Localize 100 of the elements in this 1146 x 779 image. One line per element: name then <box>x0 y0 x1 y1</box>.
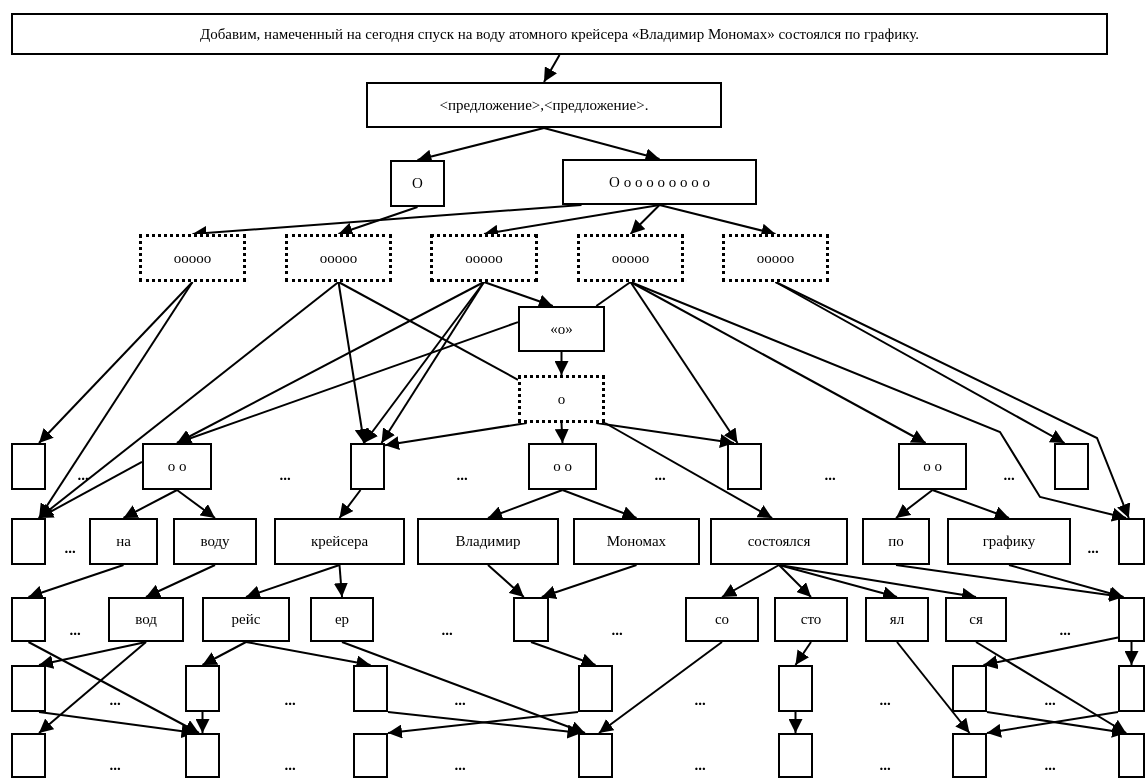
ellipsis-label: ... <box>694 692 706 708</box>
arrow <box>38 641 147 734</box>
arrow <box>629 281 927 444</box>
empty-box <box>578 665 613 712</box>
empty-box <box>513 597 549 642</box>
node-text: ooooo <box>756 248 795 268</box>
text-box <box>947 518 1071 565</box>
node-text: вод <box>135 610 157 629</box>
node-text: графику <box>982 532 1036 551</box>
empty-box <box>727 443 762 490</box>
empty-box <box>778 665 813 712</box>
empty-box <box>1118 665 1145 712</box>
arrow <box>778 564 812 598</box>
empty-box <box>353 665 388 712</box>
empty-box <box>11 443 46 490</box>
node-text: ooooo <box>465 248 503 268</box>
text-box <box>142 443 212 490</box>
node-text: рейс <box>231 610 261 629</box>
arrow <box>38 281 340 519</box>
text-box <box>710 518 848 565</box>
empty-box <box>1118 597 1145 642</box>
empty-box <box>578 733 613 778</box>
ellipsis-label: ... <box>109 692 121 708</box>
arrow <box>604 422 774 519</box>
node-text: со <box>714 610 730 629</box>
empty-box <box>11 733 46 778</box>
empty-box <box>11 597 46 642</box>
arrow <box>38 641 147 669</box>
ellipsis-label: ... <box>69 622 81 638</box>
ellipsis-label: ... <box>1003 467 1015 483</box>
arrow <box>1008 564 1125 600</box>
text-box <box>945 597 1007 642</box>
dotted-box <box>285 234 392 282</box>
text-box <box>390 160 445 207</box>
text-box <box>774 597 848 642</box>
dotted-box <box>722 234 829 282</box>
arrow <box>975 641 1128 734</box>
text-box <box>518 306 605 352</box>
arrow <box>530 641 597 667</box>
arrow <box>540 564 638 600</box>
text-box <box>310 597 374 642</box>
text-box <box>274 518 405 565</box>
empty-box <box>1118 733 1145 778</box>
node-text: воду <box>200 532 230 551</box>
ellipsis-label: ... <box>1044 757 1056 773</box>
arrow <box>721 564 780 598</box>
arrow <box>341 641 586 735</box>
arrow <box>629 204 661 235</box>
arrow <box>629 281 739 444</box>
ellipsis-label: ... <box>1059 622 1071 638</box>
arrow <box>561 489 638 520</box>
arrow <box>794 641 812 666</box>
arrow <box>1124 641 1139 666</box>
node-text: ся <box>969 610 983 629</box>
empty-box <box>952 665 987 712</box>
dotted-box <box>139 234 246 282</box>
ellipsis-label: ... <box>454 757 466 773</box>
arrow <box>554 422 569 444</box>
arrow <box>176 321 519 445</box>
text-box <box>898 443 967 490</box>
empty-box <box>778 733 813 778</box>
node-text: o <box>557 389 566 409</box>
node-text: на <box>116 532 131 551</box>
sentence-box <box>11 13 1108 55</box>
arrow <box>245 564 341 600</box>
node-text: крейсера <box>310 532 369 551</box>
arrow <box>27 564 125 600</box>
arrow <box>982 636 1119 670</box>
arrow <box>629 281 1128 522</box>
arrow <box>201 641 247 666</box>
empty-box <box>350 443 385 490</box>
arrow <box>788 711 803 734</box>
node-text: <предложение>,<предложение>. <box>439 95 649 115</box>
dotted-box <box>430 234 538 282</box>
text-box <box>202 597 290 642</box>
text-box <box>573 518 700 565</box>
text-box <box>685 597 759 642</box>
ellipsis-label: ... <box>879 692 891 708</box>
text-box <box>366 82 722 128</box>
arrow <box>337 281 369 444</box>
arrow <box>598 641 723 734</box>
empty-box <box>185 733 220 778</box>
node-text: o o <box>167 457 187 476</box>
arrow <box>543 54 561 83</box>
arrow <box>195 711 210 734</box>
node-text: ooooo <box>319 248 358 268</box>
arrow <box>774 281 1131 519</box>
text-box <box>862 518 930 565</box>
arrow <box>487 564 525 598</box>
node-text: o o <box>923 457 942 476</box>
text-box <box>417 518 559 565</box>
arrow <box>483 281 554 308</box>
sentence-text: Добавим, намеченный на сегодня спуск на воду атомного крейсера «Владимир Мономах» состоялся по графику. <box>200 24 919 44</box>
ellipsis-label: ... <box>879 757 891 773</box>
empty-box <box>11 518 46 565</box>
ellipsis-label: ... <box>1087 540 1099 556</box>
text-box <box>173 518 257 565</box>
arrow <box>338 489 362 519</box>
arrow <box>896 641 971 734</box>
ellipsis-label: ... <box>454 692 466 708</box>
